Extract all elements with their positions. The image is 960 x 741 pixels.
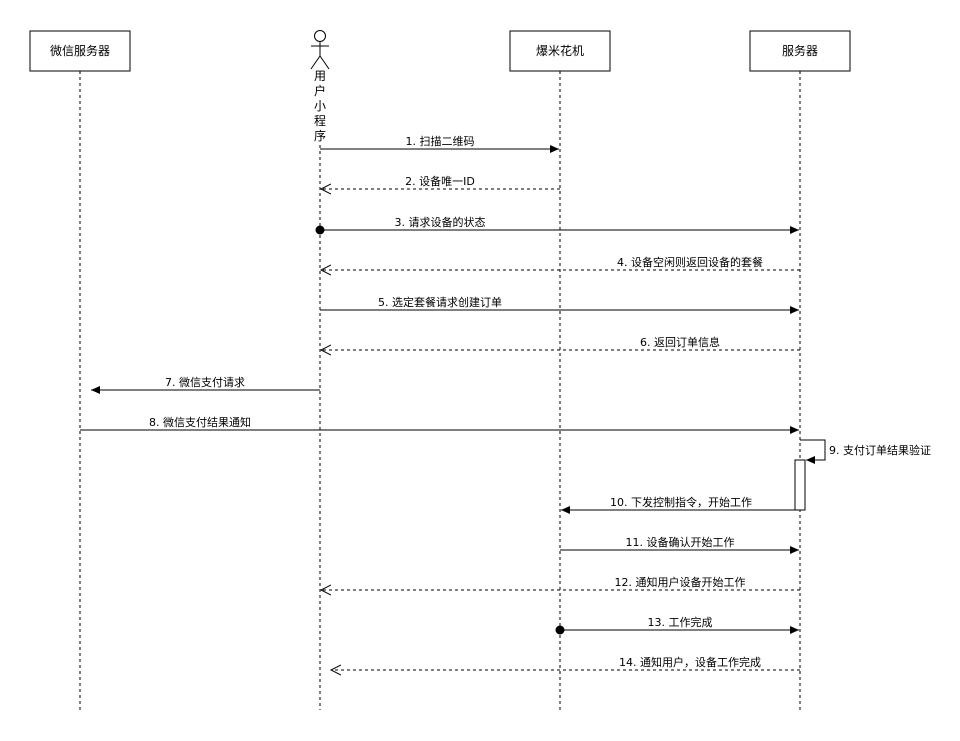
participant-label: 微信服务器 xyxy=(50,43,110,58)
message-label: 2. 设备唯一ID xyxy=(405,174,475,188)
message-label: 3. 请求设备的状态 xyxy=(395,215,486,229)
message-label: 5. 选定套餐请求创建订单 xyxy=(378,295,502,309)
message-label: 12. 通知用户设备开始工作 xyxy=(615,575,746,589)
message-8: 8. 微信支付结果通知 xyxy=(80,415,799,434)
message-9: 9. 支付订单结果验证 xyxy=(800,439,931,464)
message-label: 9. 支付订单结果验证 xyxy=(829,443,931,457)
message-label: 11. 设备确认开始工作 xyxy=(626,535,735,549)
message-label: 14. 通知用户，设备工作完成 xyxy=(619,655,761,669)
participant-box xyxy=(749,30,851,72)
participant-label: 爆米花机 xyxy=(536,43,584,58)
message-6: 6. 返回订单信息 xyxy=(321,335,800,350)
participant-label: 用户小程序 xyxy=(314,69,326,143)
participant-box xyxy=(29,30,131,72)
message-4: 4. 设备空闲则返回设备的套餐 xyxy=(321,255,800,270)
message-label: 7. 微信支付请求 xyxy=(165,375,245,389)
message-1: 1. 扫描二维码 xyxy=(320,134,559,153)
actor-icon xyxy=(310,30,330,70)
participant-wechat-server: 微信服务器 xyxy=(29,30,131,710)
message-5: 5. 选定套餐请求创建订单 xyxy=(320,295,799,314)
participant-user-mini-program: 用户小程序 xyxy=(310,30,330,710)
message-7: 7. 微信支付请求 xyxy=(91,375,320,394)
message-11: 11. 设备确认开始工作 xyxy=(560,535,799,554)
message-label: 4. 设备空闲则返回设备的套餐 xyxy=(617,255,763,269)
message-label: 1. 扫描二维码 xyxy=(406,134,475,148)
message-13: 13. 工作完成 xyxy=(555,615,799,635)
participant-box xyxy=(509,30,611,72)
participant-popcorn-machine: 爆米花机 xyxy=(509,30,611,710)
message-label: 13. 工作完成 xyxy=(648,615,713,629)
message-label: 6. 返回订单信息 xyxy=(640,335,720,349)
message-12: 12. 通知用户设备开始工作 xyxy=(321,575,800,590)
message-2: 2. 设备唯一ID xyxy=(321,174,560,189)
message-10: 10. 下发控制指令，开始工作 xyxy=(561,495,795,514)
participant-label: 服务器 xyxy=(782,43,818,58)
server-activation-bar xyxy=(794,459,806,511)
message-label: 8. 微信支付结果通知 xyxy=(149,415,251,429)
message-label: 10. 下发控制指令，开始工作 xyxy=(610,495,752,509)
message-arrow xyxy=(800,439,826,464)
message-3: 3. 请求设备的状态 xyxy=(315,215,799,235)
participant-server: 服务器 xyxy=(749,30,851,710)
message-14: 14. 通知用户，设备工作完成 xyxy=(331,655,800,670)
